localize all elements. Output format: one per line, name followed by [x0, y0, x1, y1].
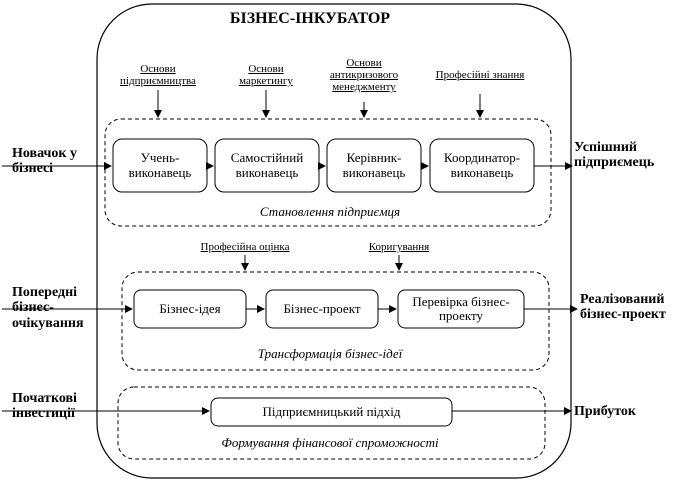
box-project-label: Бізнес-проект — [283, 300, 361, 316]
input-investments: Початкові інвестиції — [12, 391, 77, 422]
input-newcomer: Новачок у бізнесі — [12, 146, 78, 177]
box-independent-label: Самостійний виконавець — [230, 150, 304, 180]
output-project: Реалізований бізнес-проект — [580, 292, 666, 323]
group-frame-idea — [121, 271, 550, 371]
input-expectations: Попередні бізнес-очікування — [12, 285, 84, 331]
output-entrepreneur: Успішний підприємець — [574, 140, 655, 171]
label-crisis-management: Основи антикризового менеджменту — [329, 57, 399, 94]
group-frame-entrepreneur — [104, 118, 552, 227]
box-student-label: Учень-виконавець — [128, 150, 192, 180]
box-coordinator-label: Координатор-виконавець — [443, 150, 521, 180]
box-check-label: Перевірка бізнес-проекту — [412, 293, 510, 323]
caption-entrepreneur: Становлення підприємця — [259, 204, 401, 219]
group-frame-finance — [117, 386, 546, 460]
diagram-title: БІЗНЕС-ІНКУБАТОР — [229, 10, 391, 27]
box-manager-label: Керівник-виконавець — [342, 150, 406, 180]
caption-idea: Трансформація бізнес-ідеї — [257, 346, 403, 361]
label-entrepreneurship-basics: Основи підприємництва — [120, 63, 196, 88]
output-profit: Прибуток — [574, 404, 636, 419]
box-approach-label: Підприємницький підхід — [262, 403, 401, 419]
incubator-frame — [96, 3, 572, 479]
label-professional-assessment: Професійна оцінка — [200, 241, 290, 253]
caption-finance: Формування фінансової спроможності — [221, 435, 439, 450]
label-adjustment: Коригування — [368, 241, 430, 253]
label-marketing-basics: Основи маркетингу — [239, 63, 293, 88]
box-idea-label: Бізнес-ідея — [159, 300, 221, 316]
box-approach — [210, 397, 453, 427]
label-professional-knowledge: Професійні знання — [435, 69, 525, 81]
